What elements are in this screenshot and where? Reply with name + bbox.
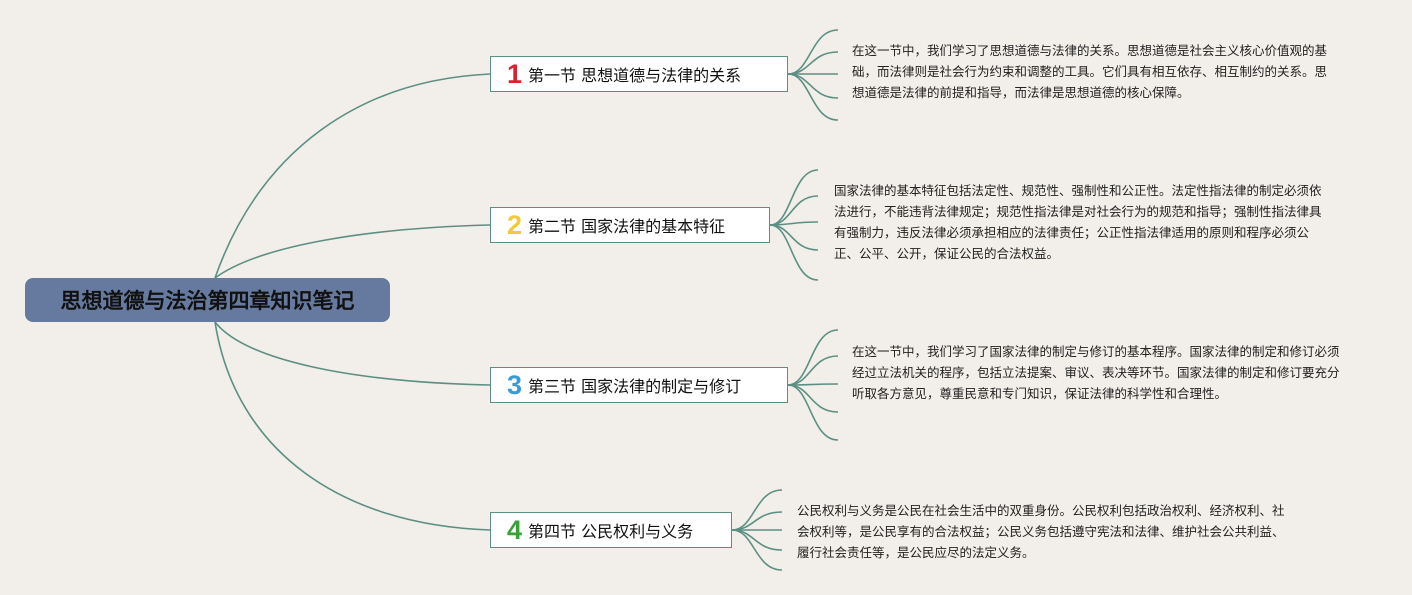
branch-line-1 — [214, 73, 491, 279]
number-1-icon: 1 — [507, 58, 523, 89]
note-fan-line-2-5 — [769, 224, 819, 281]
note-fan-line-4-5 — [731, 529, 783, 571]
section-node-3[interactable]: 3 第三节 国家法律的制定与修订 — [490, 367, 788, 403]
root-topic-label: 思想道德与法治第四章知识笔记 — [60, 289, 355, 313]
section-title-3: 第三节 国家法律的制定与修订 — [528, 377, 742, 396]
section-note-4: 公民权利与义务是公民在社会生活中的双重身份。公民权利包括政治权利、经济权利、社会… — [797, 503, 1285, 560]
number-2-icon: 2 — [507, 209, 523, 240]
section-node-2[interactable]: 2 第二节 国家法律的基本特征 — [490, 207, 770, 243]
note-fan-line-2-2 — [769, 195, 819, 226]
branch-line-4 — [214, 321, 491, 531]
note-fan-line-3-2 — [787, 355, 839, 386]
section-note-2: 国家法律的基本特征包括法定性、规范性、强制性和公正性。法定性指法律的制定必须依法… — [834, 183, 1322, 261]
note-fan-line-4-1 — [731, 489, 783, 531]
note-fan-line-4-2 — [731, 511, 783, 531]
section-title-1: 第一节 思想道德与法律的关系 — [528, 66, 742, 85]
number-4-icon: 4 — [507, 514, 523, 545]
section-note-1: 在这一节中，我们学习了思想道德与法律的关系。思想道德是社会主义核心价值观的基础，… — [852, 43, 1328, 100]
branch-line-3 — [214, 321, 491, 386]
branch-line-2 — [214, 224, 491, 279]
note-fan-line-1-4 — [787, 73, 839, 99]
root-topic[interactable]: 思想道德与法治第四章知识笔记 — [25, 278, 390, 322]
note-fan-line-3-5 — [787, 384, 839, 441]
section-node-4[interactable]: 4 第四节 公民权利与义务 — [490, 512, 732, 548]
section-node-1[interactable]: 1 第一节 思想道德与法律的关系 — [490, 56, 788, 92]
section-title-2: 第二节 国家法律的基本特征 — [528, 217, 726, 236]
section-note-3: 在这一节中，我们学习了国家法律的制定与修订的基本程序。国家法律的制定和修订必须经… — [852, 344, 1340, 401]
section-title-4: 第四节 公民权利与义务 — [528, 522, 694, 541]
note-fan-line-3-3 — [787, 383, 839, 386]
note-fan-line-2-1 — [769, 169, 819, 226]
note-fan-line-4-4 — [731, 529, 783, 551]
note-fan-line-1-5 — [787, 73, 839, 121]
number-3-icon: 3 — [507, 369, 523, 400]
note-fan-line-3-4 — [787, 384, 839, 413]
note-fan-line-2-4 — [769, 224, 819, 251]
note-fan-line-3-1 — [787, 329, 839, 386]
note-fan-line-1-2 — [787, 51, 839, 75]
